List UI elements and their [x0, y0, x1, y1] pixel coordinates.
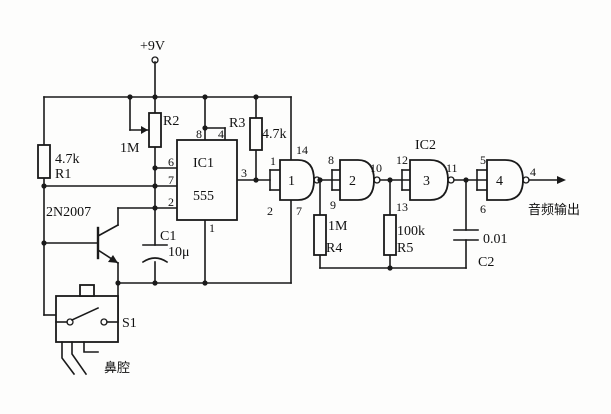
ic1-pin4: 4 — [218, 127, 224, 141]
output-arrow-icon — [557, 176, 566, 184]
ic1-pin7: 7 — [168, 173, 174, 187]
nose-sensor-icon — [61, 341, 99, 376]
gate1-label: 1 — [288, 174, 295, 189]
wiring — [43, 61, 563, 321]
nand-gate-3 — [409, 159, 455, 201]
g3-pin13: 13 — [396, 200, 408, 214]
nasal-cavity-label: 鼻腔 — [104, 360, 130, 376]
nand-gate-2 — [339, 159, 381, 201]
supply-terminal — [151, 56, 159, 64]
r3-value: 4.7k — [262, 127, 287, 142]
g3-pin12: 12 — [396, 153, 408, 167]
g1-pin1: 1 — [270, 154, 276, 168]
switch-s1 — [55, 284, 119, 343]
ic1-pin3: 3 — [241, 166, 247, 180]
junctions — [41, 94, 469, 286]
ic1-pin8: 8 — [196, 127, 202, 141]
r2-value: 1M — [120, 141, 140, 156]
resistor-r1 — [37, 144, 51, 179]
r5-value: 100k — [397, 224, 425, 239]
gate2-label: 2 — [349, 174, 356, 189]
r1-value: 4.7k — [55, 152, 80, 167]
r5-ref: R5 — [397, 241, 413, 256]
ic1-pin6: 6 — [168, 155, 174, 169]
ic1-model: 555 — [193, 189, 214, 204]
capacitor-c1 — [141, 244, 169, 264]
r3-ref: R3 — [229, 116, 245, 131]
potentiometer-r2 — [148, 112, 162, 148]
g1-pin7: 7 — [296, 204, 302, 218]
resistor-r3 — [249, 117, 263, 151]
nand-gate-1 — [279, 159, 321, 201]
ic1-555-chip — [176, 139, 238, 221]
audio-output-label: 音频输出 — [528, 202, 580, 218]
g4-pin4: 4 — [530, 165, 536, 179]
r1-ref: R1 — [55, 167, 71, 182]
gate4-label: 4 — [496, 174, 503, 189]
ic2-ref: IC2 — [415, 138, 436, 153]
r2-ref: R2 — [163, 114, 179, 129]
g2-pin10: 10 — [370, 161, 382, 175]
g4-pin6: 6 — [480, 202, 486, 216]
ic1-pin1: 1 — [209, 221, 215, 235]
r4-ref: R4 — [326, 241, 342, 256]
ic1-ref: IC1 — [193, 156, 214, 171]
g2-pin9: 9 — [330, 198, 336, 212]
supply-label: +9V — [140, 39, 165, 54]
c2-ref: C2 — [478, 255, 494, 270]
nand-gate-4 — [486, 159, 530, 201]
gate3-label: 3 — [423, 174, 430, 189]
r2-wiper-icon — [141, 126, 148, 134]
g1-pin14: 14 — [296, 143, 308, 157]
resistor-r4 — [313, 214, 327, 256]
c1-ref: C1 — [160, 229, 176, 244]
g4-pin5: 5 — [480, 153, 486, 167]
c1-value: 10μ — [168, 245, 190, 260]
s1-ref: S1 — [122, 316, 137, 331]
transistor-q1 — [96, 223, 120, 265]
g2-pin8: 8 — [328, 153, 334, 167]
resistor-r5 — [383, 214, 397, 256]
g3-pin11: 11 — [446, 161, 458, 175]
r4-value: 1M — [328, 219, 348, 234]
g1-pin2: 2 — [267, 204, 273, 218]
c2-value: 0.01 — [483, 232, 508, 247]
ic1-pin2: 2 — [168, 195, 174, 209]
capacitor-c2 — [453, 229, 479, 241]
q1-model: 2N2007 — [46, 205, 91, 220]
